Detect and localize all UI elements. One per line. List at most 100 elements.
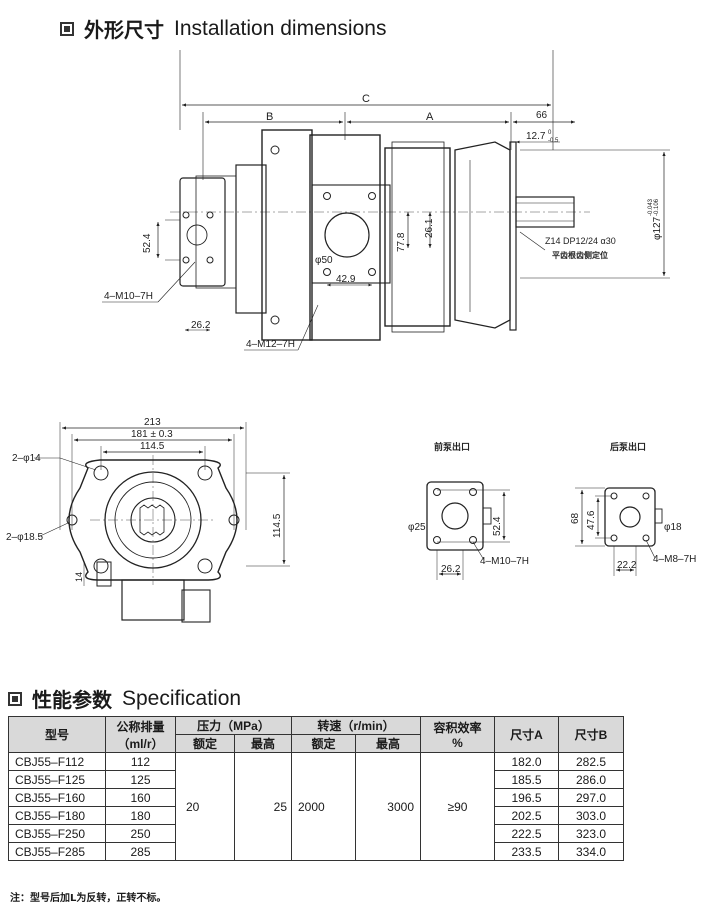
front-flange-outline (68, 459, 238, 581)
dim-114-5-h: 114.5 (140, 441, 165, 452)
rear-outlet-m8: 4–M8–7H (653, 554, 696, 565)
table-row: CBJ55–F285 285 233.5 334.0 (8, 842, 624, 861)
cell-speed-max: 3000 (355, 752, 421, 861)
col-dim-a: 尺寸A (494, 716, 559, 753)
cell-model: CBJ55–F180 (8, 806, 106, 825)
col-pressure-max: 最高 (234, 734, 292, 753)
front-outlet-26-2: 26.2 (441, 564, 461, 575)
install-title-cn: 外形尺寸 (84, 18, 164, 42)
spec-section-header: 性能参数 Specification (8, 684, 241, 713)
cell-model: CBJ55–F112 (8, 752, 106, 771)
dim-42-9: 42.9 (336, 274, 356, 285)
cell-efficiency: ≥90 (420, 752, 495, 861)
cell-model: CBJ55–F285 (8, 842, 106, 861)
dim-213: 213 (144, 417, 161, 428)
dim-181: 181 ± 0.3 (131, 429, 173, 440)
spline-spec: Z14 DP12/24 α30 (545, 236, 616, 246)
front-outlet-phi25: φ25 (408, 522, 426, 533)
rear-outlet-22-2: 22.2 (617, 560, 637, 571)
phi127-label: φ127 (652, 216, 663, 240)
front-outlet-52-4: 52.4 (492, 516, 503, 536)
rear-outlet-view: 后泵出口 68 47.6 φ18 22.2 4–M8–7H (570, 441, 696, 576)
inlet-port-circle (324, 212, 370, 258)
tol-down: -0.5 (548, 138, 559, 144)
phi127-tol2: -0.106 (654, 198, 660, 216)
mid-housing-side (384, 147, 451, 327)
cell-model: CBJ55–F125 (8, 770, 106, 789)
table-row: CBJ55–F112 112 20 25 2000 3000 ≥90 182.0… (8, 752, 624, 861)
table-row: CBJ55–F250 250 222.5 323.0 (8, 824, 624, 843)
col-speed-max: 最高 (355, 734, 421, 753)
col-speed-rated: 额定 (291, 734, 356, 753)
cell-dim-b: 303.0 (558, 806, 624, 825)
cell-model: CBJ55–F250 (8, 824, 106, 843)
section-square-icon (60, 21, 74, 36)
cell-dim-b: 323.0 (558, 824, 624, 843)
spline-note: 平齿根齿侧定位 (552, 250, 608, 260)
cell-dim-b: 282.5 (558, 752, 624, 771)
dim-52-4-side: 52.4 (142, 233, 153, 253)
m10-leader-label: 4–M10–7H (104, 291, 153, 302)
cell-dim-a: 222.5 (494, 824, 559, 843)
col-pressure-rated: 额定 (175, 734, 235, 753)
rear-outlet-phi18: φ18 (664, 522, 682, 533)
col-speed: 转速（r/min） (291, 716, 421, 735)
cell-dim-a: 182.0 (494, 752, 559, 771)
spec-title-en: Specification (122, 686, 242, 710)
front-outlet-m10: 4–M10–7H (480, 556, 529, 567)
col-efficiency: 容积效率 % (420, 716, 495, 753)
lower-port-boss (121, 579, 185, 621)
cell-disp: 125 (105, 770, 176, 789)
cell-pressure-rated: 20 (175, 752, 235, 861)
front-outlet-view: 前泵出口 52.4 φ25 26.2 4–M10–7H (408, 441, 529, 580)
dim-14: 14 (74, 572, 84, 582)
rear-port-flange-side (179, 177, 226, 287)
rear-outlet-flange (604, 487, 656, 547)
cell-dim-a: 233.5 (494, 842, 559, 861)
phi50-label: φ50 (315, 255, 333, 266)
pump-body-side (309, 134, 381, 341)
cell-disp: 250 (105, 824, 176, 843)
dim-26-1: 26.1 (424, 218, 435, 238)
cell-pressure-max: 25 (234, 752, 292, 861)
dim-c-label: C (362, 93, 370, 105)
dim-114-5-v: 114.5 (272, 513, 283, 538)
spec-table: 型号 公称排量 （ml/r） 压力（MPa） 转速（r/min） 容积效率 % … (8, 716, 624, 861)
front-outlet-title: 前泵出口 (434, 441, 470, 452)
cell-dim-b: 297.0 (558, 788, 624, 807)
side-view: C B A 66 12.7 0 -0.5 (102, 50, 670, 351)
front-outlet-flange (426, 481, 484, 551)
table-row: CBJ55–F180 180 202.5 303.0 (8, 806, 624, 825)
col-displacement: 公称排量 （ml/r） (105, 716, 176, 753)
cell-model: CBJ55–F160 (8, 788, 106, 807)
dim-26-2-side: 26.2 (191, 320, 211, 331)
rear-outlet-title: 后泵出口 (610, 441, 646, 452)
front-cover-side (454, 141, 511, 329)
cell-dim-a: 185.5 (494, 770, 559, 789)
cell-disp: 160 (105, 788, 176, 807)
rear-outlet-47-6: 47.6 (586, 510, 597, 530)
holes-phi14: 2–φ14 (12, 453, 41, 464)
cell-disp: 112 (105, 752, 176, 771)
footnote: 注：型号后加L为反转，正转不标。 (10, 893, 167, 904)
col-efficiency-line2: % (452, 736, 463, 750)
section-square-icon (8, 691, 22, 706)
spec-title-cn: 性能参数 (32, 688, 112, 712)
dim-66-label: 66 (536, 110, 548, 121)
col-efficiency-line1: 容积效率 (433, 721, 482, 735)
col-displacement-line1: 公称排量 (116, 719, 165, 734)
col-model: 型号 (8, 716, 106, 753)
table-row: CBJ55–F125 125 185.5 286.0 (8, 770, 624, 789)
cell-dim-b: 334.0 (558, 842, 624, 861)
dim-b-label: B (266, 111, 273, 123)
col-dim-b: 尺寸B (558, 716, 624, 753)
col-pressure: 压力（MPa） (175, 716, 292, 735)
col-displacement-line2: （ml/r） (117, 736, 164, 751)
front-view: 213 181 ± 0.3 114.5 114.5 2–φ14 2–φ (6, 417, 290, 623)
technical-drawing: C B A 66 12.7 0 -0.5 (6, 50, 696, 623)
cell-speed-rated: 2000 (291, 752, 356, 861)
cell-dim-a: 202.5 (494, 806, 559, 825)
cell-disp: 285 (105, 842, 176, 861)
phi127-tol1: -0.043 (648, 198, 654, 216)
dim-12-7-label: 12.7 (526, 131, 546, 142)
